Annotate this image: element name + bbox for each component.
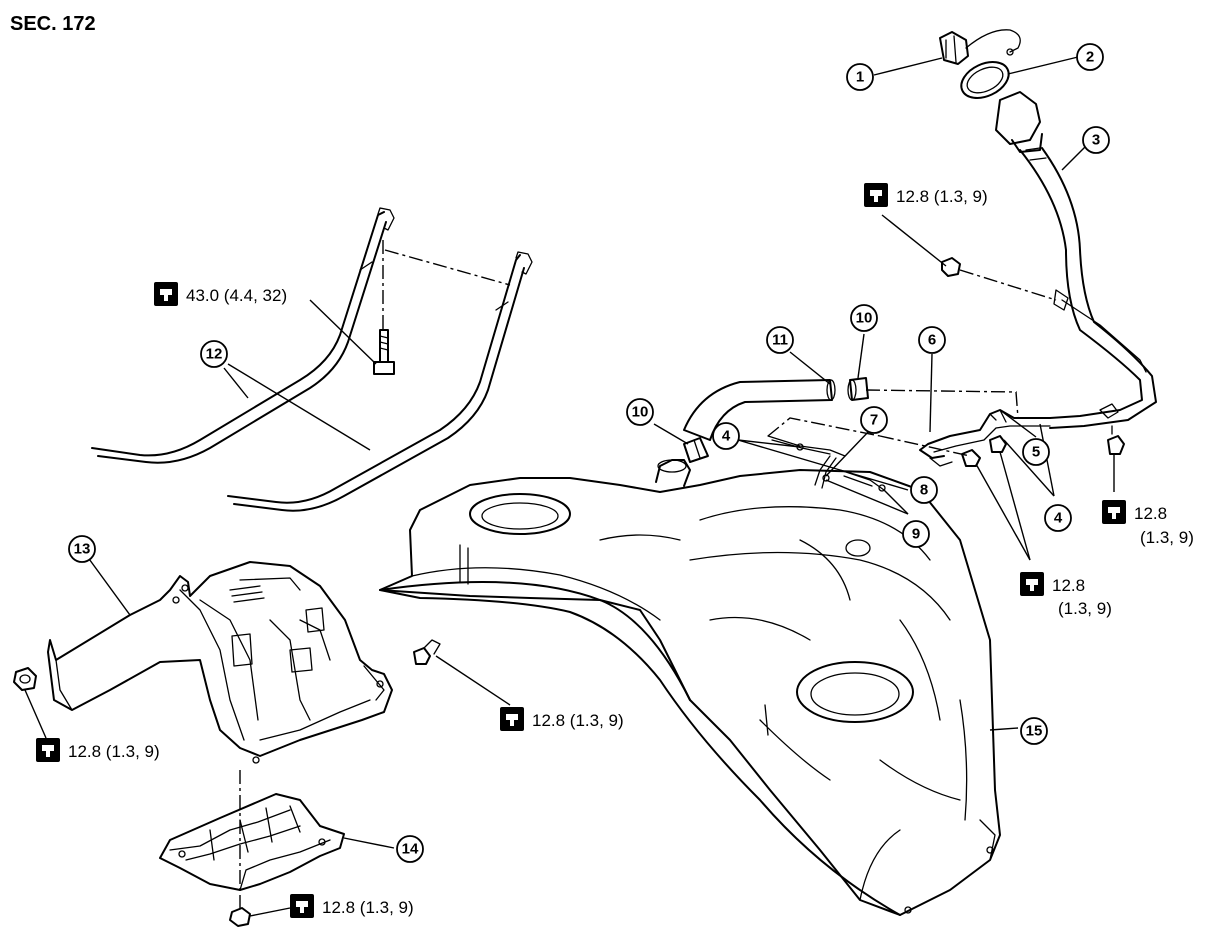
fuel-tank-straps [91,207,533,512]
torque-left-nut: 12.8 (1.3, 9) [36,738,160,762]
torque-right-clip: 12.8 (1.3, 9) [1102,500,1194,547]
callout-5: 5 [1022,438,1050,466]
callout-9: 9 [902,520,930,548]
callout-2: 2 [1076,43,1104,71]
svg-text:13: 13 [74,541,91,558]
callout-14: 14 [396,835,424,863]
svg-text:7: 7 [870,412,878,429]
filler-hose [683,379,836,441]
leader-lines [24,56,1115,917]
filler-gasket [960,61,1010,99]
svg-text:12: 12 [206,346,223,363]
torque-protector-nut: 12.8 (1.3, 9) [290,894,414,918]
hose-clamp-lower [683,437,709,463]
callout-4b: 4 [1044,504,1072,532]
torque-heat-insulator-bolt: 12.8 (1.3, 9) [500,707,624,731]
svg-text:11: 11 [772,332,788,349]
heat-insulator [47,561,393,764]
torque-wrench-icon [864,183,888,207]
callout-13: 13 [68,535,96,563]
callout-1: 1 [846,63,874,91]
svg-text:8: 8 [920,482,928,499]
svg-text:4: 4 [722,428,731,445]
svg-text:3: 3 [1092,132,1100,149]
svg-text:10: 10 [856,310,873,327]
torque-wrench-icon [500,707,524,731]
strap-bolt [373,329,395,375]
tank-protector [159,793,345,891]
callout-12: 12 [200,340,228,368]
svg-text:12.8 (1.3, 9): 12.8 (1.3, 9) [896,187,988,206]
svg-text:4: 4 [1054,510,1063,527]
torque-wrench-icon [1102,500,1126,524]
svg-text:12.8 (1.3, 9): 12.8 (1.3, 9) [322,898,414,917]
svg-text:10: 10 [632,404,649,421]
filler-tube [995,91,1157,429]
filler-cap [939,29,1021,65]
heat-insulator-bolt [413,639,441,665]
torque-wrench-icon [1020,572,1044,596]
torque-wrench-icon [290,894,314,918]
evap-tube [919,409,1051,467]
callout-10a: 10 [626,398,654,426]
torque-wrench-icon [154,282,178,306]
callout-15: 15 [1020,717,1048,745]
callout-8: 8 [910,476,938,504]
svg-text:(1.3, 9): (1.3, 9) [1058,599,1112,618]
svg-text:12.8 (1.3, 9): 12.8 (1.3, 9) [532,711,624,730]
torque-wrench-icon [36,738,60,762]
callout-3: 3 [1082,126,1110,154]
svg-text:(1.3, 9): (1.3, 9) [1140,528,1194,547]
callout-11: 11 [766,326,794,354]
svg-text:1: 1 [856,69,864,86]
filler-neck-stub [655,459,691,487]
svg-text:9: 9 [912,526,920,543]
svg-text:14: 14 [402,841,419,858]
hose-clamp-upper [847,377,869,401]
svg-text:12.8: 12.8 [1052,576,1085,595]
svg-text:5: 5 [1032,444,1040,461]
heat-insulator-nut-left [13,667,37,691]
svg-text:43.0 (4.4, 32): 43.0 (4.4, 32) [186,286,287,305]
protector-nut [229,907,251,927]
svg-text:2: 2 [1086,49,1094,66]
torque-filler-nut: 12.8 (1.3, 9) [864,183,988,207]
svg-text:12.8 (1.3, 9): 12.8 (1.3, 9) [68,742,160,761]
callout-4a: 4 [712,422,740,450]
callout-6: 6 [918,326,946,354]
svg-text:15: 15 [1026,723,1043,740]
svg-text:6: 6 [928,332,936,349]
section-label: SEC. 172 [10,13,96,35]
callout-7: 7 [860,406,888,434]
svg-text:12.8: 12.8 [1134,504,1167,523]
torque-strap-bolt: 43.0 (4.4, 32) [154,282,287,306]
fuel-tank [379,469,1001,916]
torque-mid-clip: 12.8 (1.3, 9) [1020,572,1112,618]
callout-10b: 10 [850,304,878,332]
vent-hose [767,435,886,492]
clip-nut [941,257,1125,467]
